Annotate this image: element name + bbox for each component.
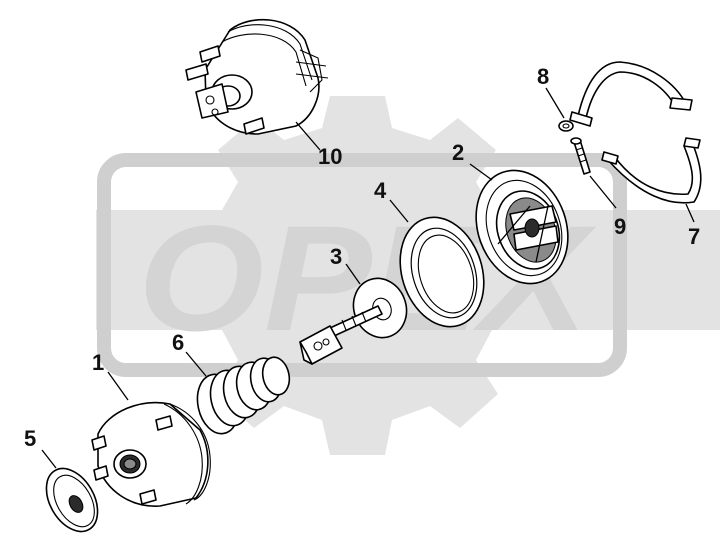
watermark-frame xyxy=(97,153,627,377)
part-7-clamp-ring: 7 xyxy=(569,61,702,249)
callout-7: 7 xyxy=(688,224,700,249)
callout-1: 1 xyxy=(92,350,104,375)
callout-4: 4 xyxy=(374,178,387,203)
part-10-brake-chamber-assembly: 10 xyxy=(185,18,342,169)
part-4-diaphragm-ring: 4 xyxy=(374,178,485,328)
part-1-housing: 1 xyxy=(91,350,211,507)
callout-3: 3 xyxy=(330,244,342,269)
part-3-push-rod: 3 xyxy=(299,244,408,365)
callout-5: 5 xyxy=(24,426,36,451)
part-5-washer: 5 xyxy=(24,426,99,533)
callout-10: 10 xyxy=(318,144,342,169)
callout-9: 9 xyxy=(614,214,626,239)
part-8-nut: 8 xyxy=(537,64,574,132)
callout-2: 2 xyxy=(452,140,464,165)
callout-6: 6 xyxy=(172,330,184,355)
part-2-pressure-plate: 2 xyxy=(452,140,569,285)
part-6-return-spring: 6 xyxy=(172,330,291,435)
part-9-bolt: 9 xyxy=(570,137,626,239)
callout-8: 8 xyxy=(537,64,549,89)
